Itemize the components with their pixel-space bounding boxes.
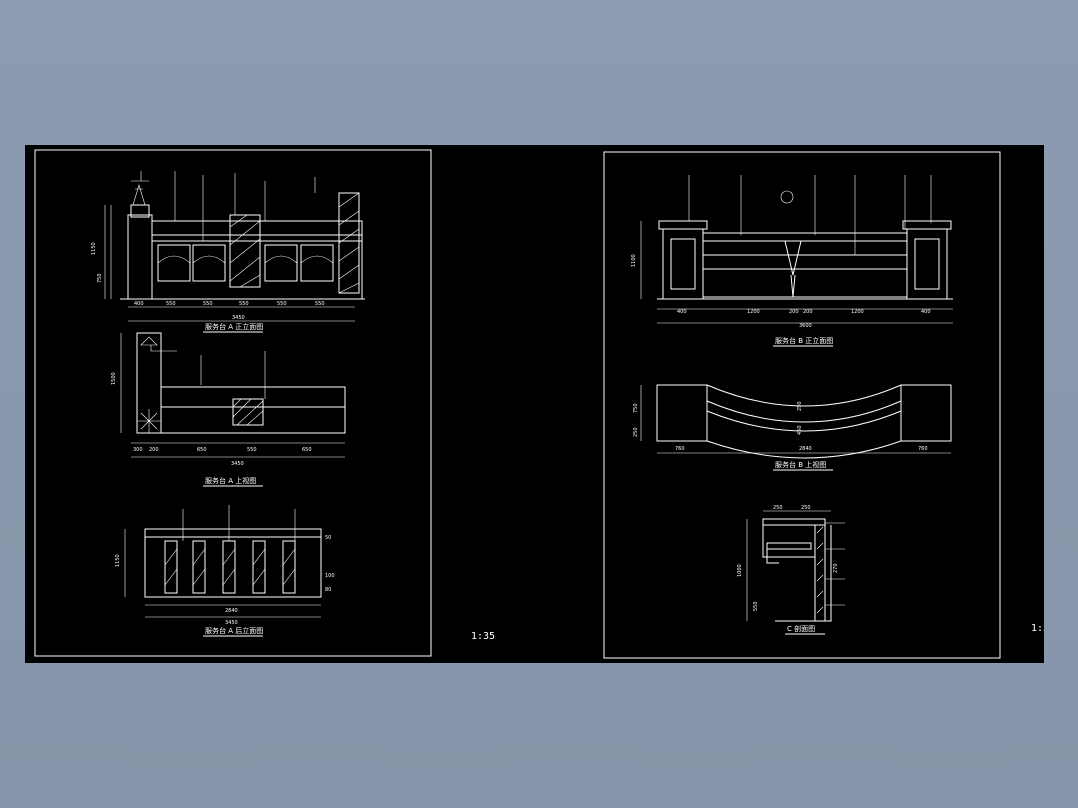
left-back-dim-total: 3450 — [225, 620, 238, 626]
left-plan-title: 服务台 A 上视图 — [205, 476, 256, 485]
left-plan-dims: 300 200 650 550 650 — [133, 447, 312, 453]
right-section-dim-vert-3: 550 — [753, 601, 759, 611]
left-plan — [120, 332, 346, 458]
left-sheet-scale: 1:35 — [471, 631, 495, 642]
left-back-dim-vert: 1150 — [115, 554, 121, 567]
right-front-dim-vert: 1100 — [631, 254, 637, 267]
left-back-label-2: 100 — [325, 573, 335, 579]
left-front-dims: 400 550 550 550 550 550 — [134, 301, 325, 307]
right-plan-inner-1: 250 — [797, 401, 803, 411]
left-back-title: 服务台 A 后立面图 — [205, 626, 263, 635]
right-plan-dims: 760 2840 760 — [675, 446, 928, 452]
right-section-side-dim: 270 — [833, 563, 839, 573]
right-plan-dim-vert-2: 250 — [633, 427, 639, 437]
right-section — [746, 510, 845, 622]
left-plan-dim-total: 3450 — [231, 461, 244, 467]
right-plan — [640, 384, 952, 459]
left-back-dim: 2840 — [225, 608, 238, 614]
cad-viewport[interactable]: 400 550 550 550 550 550 3450 1150 750 服务… — [25, 145, 1044, 663]
left-back-label-1: 50 — [325, 535, 331, 541]
right-plan-inner-2: 450 — [797, 425, 803, 435]
left-back-label-3: 80 — [325, 587, 331, 593]
right-section-dims-top: 250 250 — [773, 505, 811, 511]
left-sheet-border — [34, 149, 432, 657]
left-front-title: 服务台 A 正立面图 — [205, 322, 263, 331]
right-plan-dim-vert: 750 — [633, 403, 639, 413]
right-section-title: C 剖面图 — [787, 624, 815, 633]
right-sheet-scale: 1:3 — [1031, 623, 1044, 634]
right-plan-title: 服务台 B 上视图 — [775, 460, 826, 469]
right-front-title: 服务台 B 正立面图 — [775, 336, 833, 345]
left-back-elevation — [124, 505, 322, 618]
left-front-dim-vert: 1150 — [91, 242, 97, 255]
right-sheet-border — [603, 151, 1001, 659]
right-front-elevation — [640, 175, 953, 324]
left-front-dim-total: 3450 — [232, 315, 245, 321]
right-front-dim-total: 3600 — [799, 323, 812, 329]
cad-drawing-canvas: 400 550 550 550 550 550 3450 1150 750 服务… — [34, 149, 1044, 659]
right-front-dims: 400 1200 200 200 1200 400 — [677, 309, 931, 315]
left-front-elevation — [104, 171, 365, 322]
right-section-dim-vert: 1000 — [737, 564, 743, 577]
left-plan-dim-vert: 1500 — [111, 372, 117, 385]
left-front-dim-vert-2: 750 — [97, 273, 103, 283]
